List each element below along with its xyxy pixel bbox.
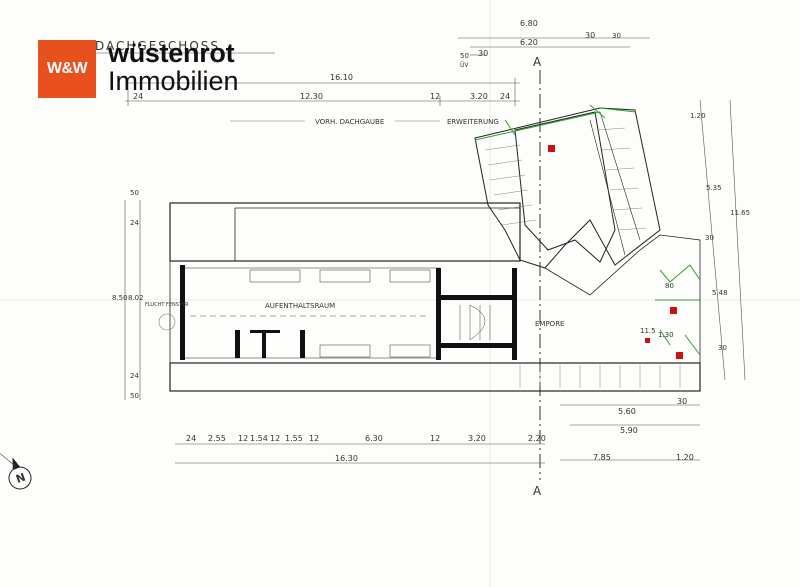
dim-top-seg: 24	[500, 92, 510, 101]
right-dimensions	[699, 99, 746, 381]
dim-right-b: 5.35	[706, 184, 722, 192]
brand-name: wüstenrot	[108, 38, 235, 68]
room-label-gallery: EMPORE	[535, 320, 564, 328]
dim-top-seg: 3.20	[470, 92, 488, 101]
dim-bottom-seg: 12	[309, 434, 319, 443]
interior-details	[190, 269, 431, 358]
dim-right-a: 1.20	[690, 112, 706, 120]
dim-bottom-seg: 12	[430, 434, 440, 443]
dim-top-right-a: 30	[478, 49, 488, 58]
dim-ov: ÜV	[460, 62, 469, 69]
extension-roof	[474, 107, 701, 363]
section-mark-top: A	[533, 55, 542, 69]
exit-window-circle	[158, 313, 176, 331]
dim-right-e: 30	[705, 234, 714, 242]
dim-top-overall: 16.10	[330, 73, 353, 82]
note-dormer: VORH. DACHGAUBE	[315, 118, 384, 126]
north-arrow-icon: N	[0, 448, 32, 490]
dim-top-seg: 12	[430, 92, 440, 101]
dim-right-c: 11.65	[730, 209, 750, 217]
dim-bottom-seg: 12	[270, 434, 280, 443]
dim-bottom-seg: 1.55	[285, 434, 303, 443]
dim-top-right-b: 30	[585, 31, 595, 40]
dim-left-b: 24	[130, 219, 139, 227]
dim-top-left-b: 30	[612, 32, 621, 40]
section-mark-bottom: A	[533, 484, 542, 498]
dim-left-a: 50	[130, 189, 139, 197]
dim-left-f: 50	[130, 392, 139, 400]
brand-sub: Immobilien	[108, 66, 239, 96]
dim-bottom-right-d: 1.20	[676, 453, 694, 462]
dim-bottom-seg: 1.54	[250, 434, 268, 443]
brand-mark: W&W	[46, 60, 88, 77]
bottom-dimensions	[175, 404, 700, 464]
dim-bottom-right-b: 5.90	[620, 426, 638, 435]
roof-hatching	[484, 127, 681, 388]
dim-top-right-total: 6.80	[520, 19, 538, 28]
dim-bottom-overall: 16.30	[335, 454, 358, 463]
top-dimensions	[125, 37, 650, 106]
dim-bottom-right-e: 30	[677, 397, 687, 406]
dim-left-d: 8.02	[128, 294, 144, 302]
dim-top-seg: 12.30	[300, 92, 323, 101]
dim-bottom-right-c: 7.85	[593, 453, 611, 462]
svg-text:N: N	[14, 471, 27, 486]
thick-walls	[180, 265, 517, 360]
dim-bottom-seg: 24	[186, 434, 196, 443]
dim-left-c: 8.50	[112, 294, 128, 302]
green-markup	[474, 104, 701, 356]
plan-title: DACHGESCHOSS	[95, 39, 220, 53]
dim-bottom-seg: 3.20	[468, 434, 486, 443]
dim-bottom-seg: 12	[238, 434, 248, 443]
dim-right-d: 5.48	[712, 289, 728, 297]
dim-bottom-seg: 6.30	[365, 434, 383, 443]
dim-bottom-right-a: 5.60	[618, 407, 636, 416]
note-extension: ERWEITERUNG	[447, 118, 499, 126]
room-label-main: AUFENTHALTSRAUM	[265, 302, 335, 310]
brand-logo: W&W	[38, 40, 96, 98]
dim-inner-c: 11.5	[640, 327, 656, 335]
red-markers	[548, 145, 683, 359]
dim-left-e: 24	[130, 372, 139, 380]
dim-inner-b: 1.30	[658, 331, 674, 339]
building-walls	[169, 202, 701, 392]
dim-top-left-a: 50	[460, 52, 469, 60]
dim-bottom-seg: 2.20	[528, 434, 546, 443]
note-exit-window: FLUCHT FENSTER	[145, 302, 189, 308]
dim-bottom-seg: 2.55	[208, 434, 226, 443]
dim-top-seg: 24	[133, 92, 143, 101]
dim-right-f: 30	[718, 344, 727, 352]
stair-core	[459, 304, 491, 341]
dim-inner-a: 80	[665, 282, 674, 290]
left-dimensions	[124, 200, 141, 400]
dim-top-right-inner: 6.20	[520, 38, 538, 47]
